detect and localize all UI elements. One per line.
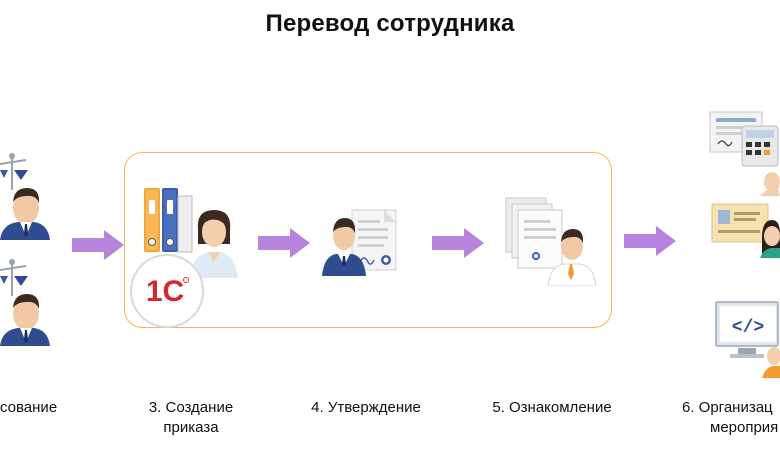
step-3-label: 3. Создание приказа: [128, 398, 254, 438]
arrow-1-icon: [72, 230, 124, 260]
step-6-label-line2: мероприя: [710, 419, 779, 436]
folders-and-person-icon: [144, 188, 238, 278]
svg-text:1С: 1С: [146, 275, 184, 308]
step-6-label-line1: 6. Организац: [682, 399, 773, 416]
events-icon: </>: [709, 111, 780, 378]
step-5-label: 5. Ознакомление: [492, 399, 612, 416]
step-3-label-line1: 3. Создание: [148, 399, 234, 416]
approval-scales-people-icon: [0, 153, 50, 346]
process-frame: [124, 152, 612, 328]
svg-text:</>: </>: [732, 318, 764, 338]
step-4-label: 4. Утверждение: [311, 399, 421, 416]
1c-logo-icon: 1С: [130, 254, 204, 328]
arrow-3-icon: [432, 228, 484, 258]
diagram-title: Перевод сотрудника: [265, 10, 515, 37]
arrow-2-icon: [258, 228, 310, 258]
step-6-label: 6. Организац мероприя: [682, 398, 780, 438]
documents-and-person-icon: [505, 197, 597, 286]
step-3-label-line2: приказа: [163, 419, 219, 436]
arrow-4-icon: [624, 226, 676, 256]
manager-with-document-icon: [322, 209, 397, 276]
step-2-label: сование: [0, 399, 58, 416]
